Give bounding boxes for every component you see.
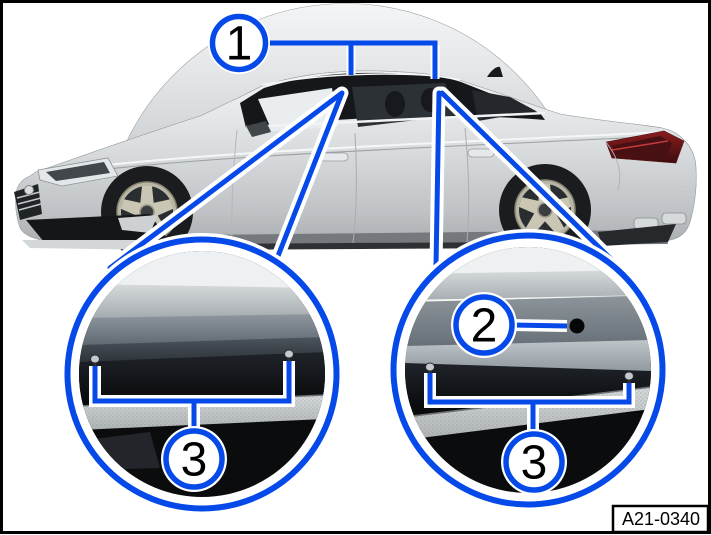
callout-3-left-badge: 3 — [161, 426, 227, 492]
brand-emblem — [24, 185, 34, 195]
callout-3-left-label: 3 — [181, 434, 208, 487]
frame-hole — [569, 318, 585, 334]
roof-highlight — [261, 73, 461, 86]
magnifier-left: 3 — [61, 233, 343, 515]
magnifier-cone-left — [103, 86, 349, 275]
antenna-fin — [487, 66, 503, 77]
magnifier-right: 2 3 — [387, 229, 669, 511]
callout-1-leader — [265, 40, 440, 79]
callout-3-right-label: 3 — [521, 437, 548, 490]
rear-door-handle — [467, 148, 495, 158]
callout-1-label: 1 — [226, 18, 253, 71]
front-door-window — [258, 88, 338, 131]
figure-code-label: A21-0340 — [622, 509, 700, 529]
callout-2-leader — [511, 319, 568, 332]
callout-1-badge: 1 — [208, 12, 270, 74]
callout-3-right-bracket — [424, 373, 635, 433]
figure-code-box: A21-0340 — [611, 504, 710, 534]
callout-2-badge: 2 — [451, 292, 517, 358]
side-mirror — [246, 121, 271, 137]
exhaust-tip — [661, 212, 687, 225]
magnifier-cone-right — [429, 86, 622, 273]
callout-3-right-badge: 3 — [501, 429, 567, 495]
callout-2-label: 2 — [471, 300, 498, 353]
